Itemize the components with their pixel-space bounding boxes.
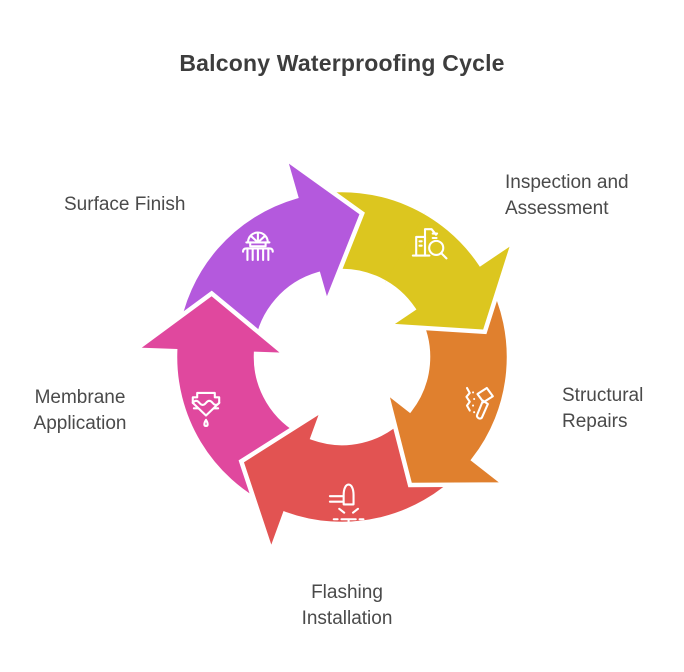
page-title: Balcony Waterproofing Cycle bbox=[179, 50, 505, 76]
building-inspection-icon bbox=[411, 228, 448, 260]
label-flashing-installation: Flashing Installation bbox=[301, 582, 393, 629]
cycle-segment-surface-finish bbox=[174, 152, 365, 348]
label-structural-repairs: Structural Repairs bbox=[562, 385, 644, 432]
label-membrane-application: Membrane Application bbox=[33, 387, 127, 434]
balcony-railing-icon bbox=[242, 231, 274, 262]
flashing-torch-icon bbox=[328, 483, 365, 526]
label-surface-finish: Surface Finish bbox=[64, 194, 186, 215]
hammer-repair-icon bbox=[465, 386, 494, 420]
membrane-drip-icon bbox=[191, 391, 221, 427]
label-inspection-and-assessment: Inspection and Assessment bbox=[505, 172, 629, 219]
